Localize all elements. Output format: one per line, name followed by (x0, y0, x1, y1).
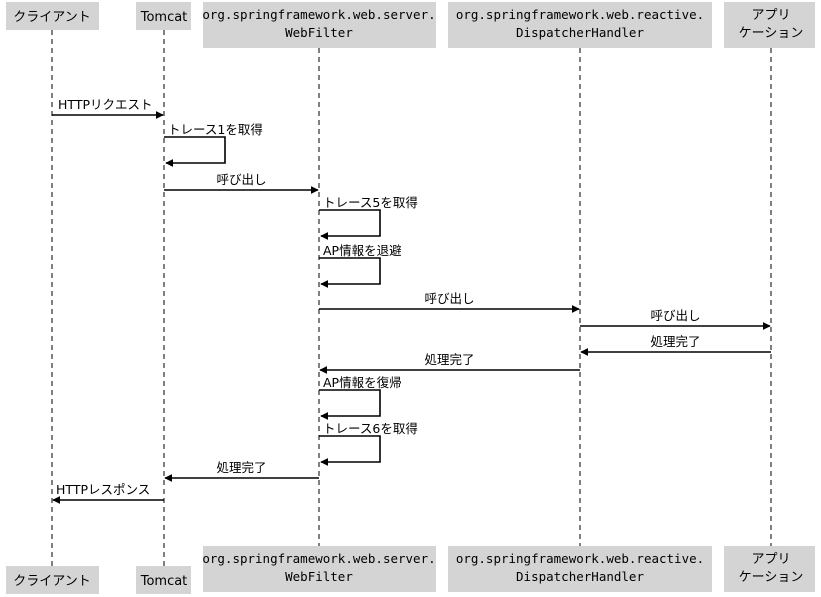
participant-box (6, 2, 99, 30)
participant-label: WebFilter (285, 25, 353, 40)
message: 呼び出し (164, 172, 319, 194)
participant-label: Tomcat (140, 574, 188, 589)
participant-box (203, 2, 436, 48)
message-label: HTTPレスポンス (56, 482, 150, 497)
message-label: AP情報を復帰 (323, 375, 402, 390)
self-message-arrow (319, 257, 381, 288)
message: 呼び出し (580, 308, 771, 330)
message: AP情報を退避 (319, 243, 402, 288)
message: 処理完了 (580, 334, 771, 356)
message: 呼び出し (319, 291, 580, 313)
message: HTTPリクエスト (52, 97, 164, 119)
participant-top-dispatcher: org.springframework.web.reactive. Dispatc… (448, 2, 712, 48)
message-label: 処理完了 (650, 334, 700, 349)
participant-box (448, 2, 712, 48)
message-label: HTTPリクエスト (58, 97, 153, 112)
participant-box (724, 546, 815, 592)
participant-box (136, 566, 191, 594)
message: トレース6を取得 (319, 421, 418, 466)
message-label: 呼び出し (650, 308, 700, 323)
participant-label: org.springframework.web.reactive. (456, 7, 704, 22)
participant-label: org.springframework.web.reactive. (456, 551, 704, 566)
participant-bottom-tomcat: Tomcat (136, 566, 191, 594)
participant-label: org.springframework.web.server. (202, 7, 435, 22)
participant-top-webfilter: org.springframework.web.server. WebFilter (202, 2, 436, 48)
participant-top-client: クライアント (6, 2, 99, 30)
participant-box (6, 566, 99, 594)
message-label: 処理完了 (424, 352, 474, 367)
participant-label: クライアント (13, 10, 90, 25)
participant-box (203, 546, 436, 592)
message: トレース1を取得 (164, 122, 263, 167)
message: 処理完了 (319, 352, 580, 374)
message: AP情報を復帰 (319, 375, 402, 420)
self-message-arrow (319, 209, 381, 240)
participant-label: Tomcat (140, 10, 188, 25)
participant-label: DispatcherHandler (516, 569, 644, 584)
self-message-arrow (319, 435, 381, 466)
participant-label: org.springframework.web.server. (202, 551, 435, 566)
participant-bottom-dispatcher: org.springframework.web.reactive. Dispatc… (448, 546, 712, 592)
message-label: AP情報を退避 (323, 243, 402, 258)
message: 処理完了 (164, 460, 319, 482)
message: HTTPレスポンス (52, 482, 164, 504)
participant-label: DispatcherHandler (516, 25, 644, 40)
message-label: 呼び出し (424, 291, 474, 306)
participant-box (448, 546, 712, 592)
participant-top-tomcat: Tomcat (136, 2, 191, 30)
participant-label: クライアント (13, 574, 90, 589)
message-label: トレース5を取得 (323, 195, 418, 210)
participant-label: WebFilter (285, 569, 353, 584)
participant-label: アプリ (751, 552, 790, 567)
participant-box (724, 2, 815, 48)
message: トレース5を取得 (319, 195, 418, 240)
message-label: 呼び出し (216, 172, 266, 187)
participant-label: アプリ (751, 8, 790, 23)
participant-label: ケーション (739, 26, 804, 41)
message-label: 処理完了 (216, 460, 266, 475)
self-message-arrow (164, 136, 226, 167)
participant-box (136, 2, 191, 30)
self-message-arrow (319, 389, 381, 420)
message-label: トレース1を取得 (168, 122, 263, 137)
participant-label: ケーション (739, 570, 804, 585)
participant-bottom-client: クライアント (6, 566, 99, 594)
message-label: トレース6を取得 (323, 421, 418, 436)
participant-bottom-webfilter: org.springframework.web.server. WebFilter (202, 546, 436, 592)
